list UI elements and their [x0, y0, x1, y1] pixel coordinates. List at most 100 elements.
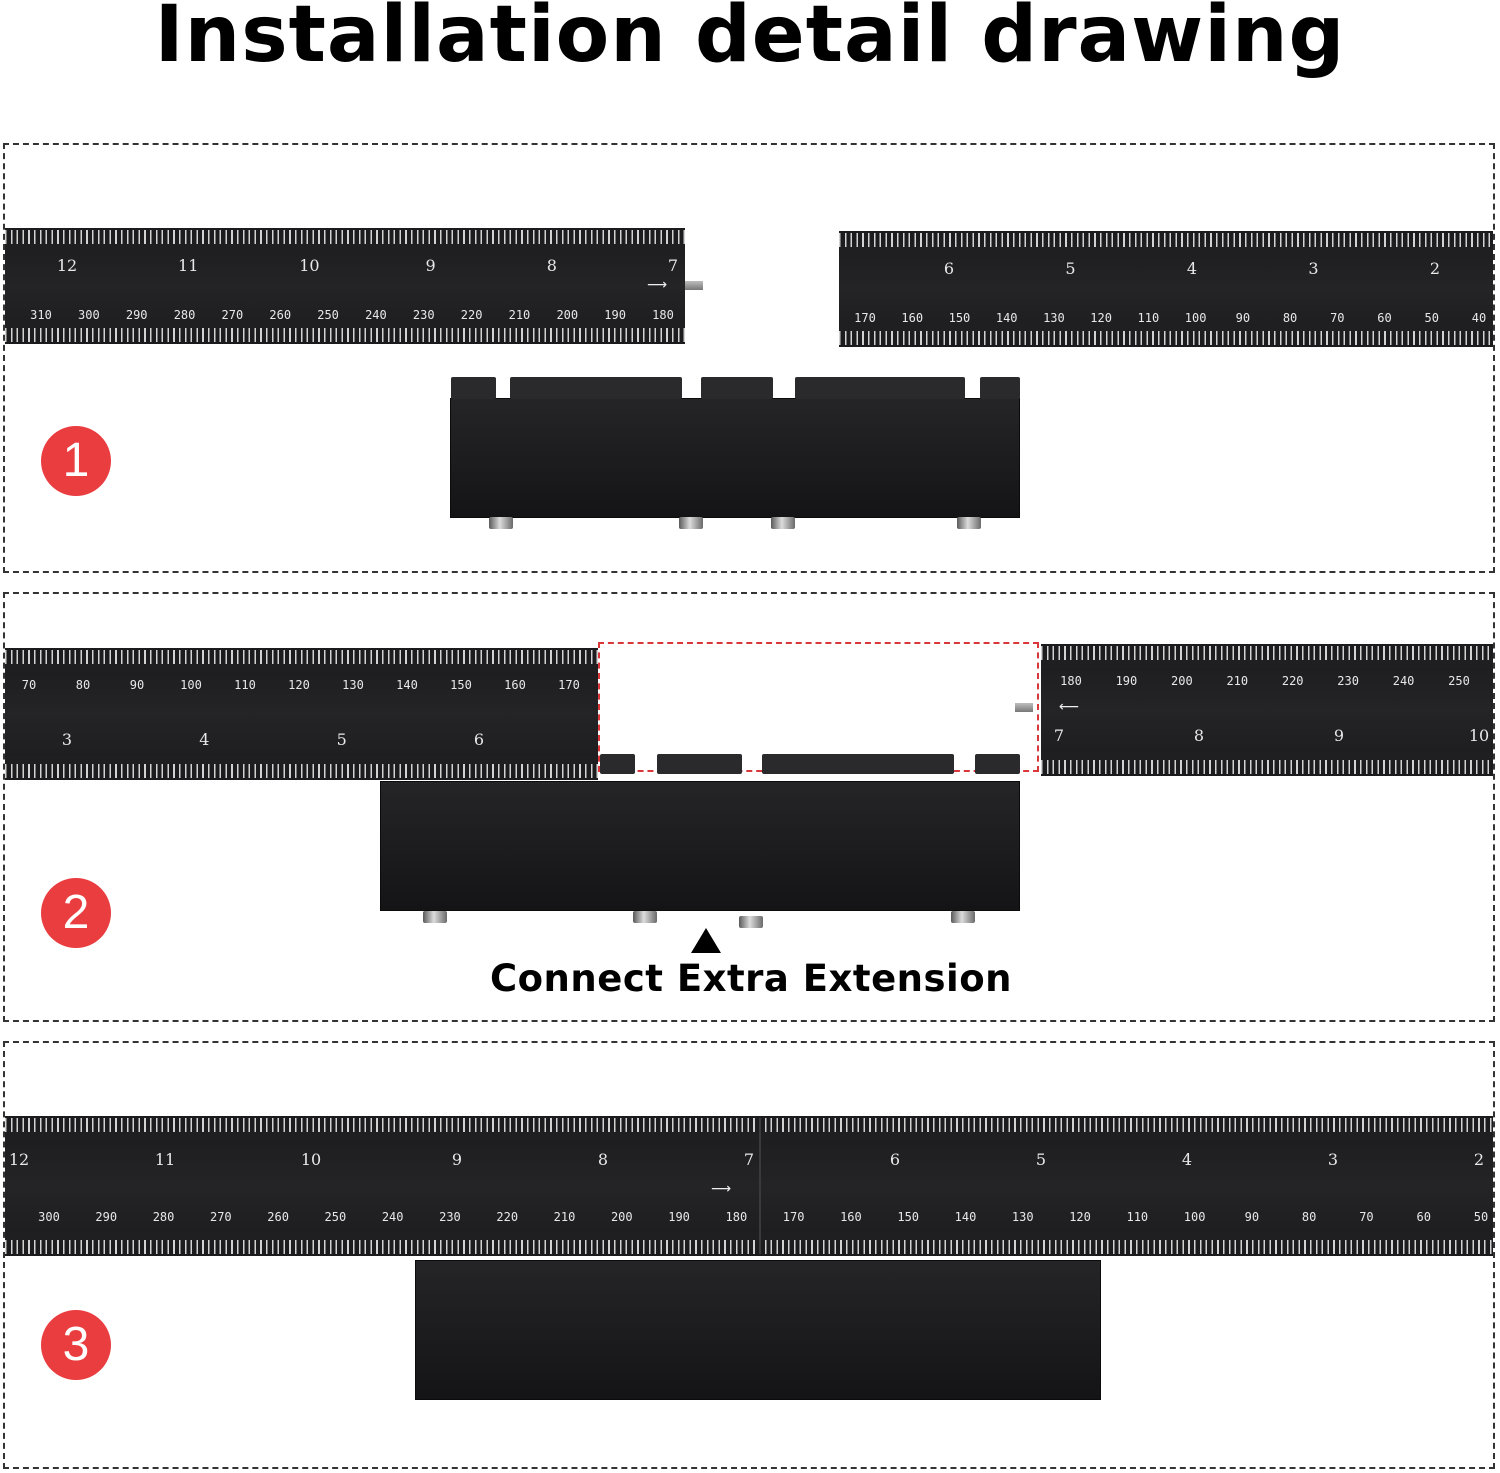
ruler-mm-label: 270: [209, 1210, 232, 1224]
connector-block: [380, 781, 1020, 911]
ruler-mm-label: 40: [1471, 311, 1487, 325]
ruler-ticks-bottom: [5, 320, 685, 342]
ruler-mm-label: 150: [450, 678, 472, 692]
ruler-mm-label: 190: [1115, 674, 1138, 688]
ruler-inch-label: 7: [1053, 726, 1065, 745]
ruler-mm-label: 150: [897, 1210, 920, 1224]
ruler-mm-label: 90: [129, 678, 145, 692]
connector-pin: [1015, 703, 1033, 712]
ruler-inch-label: 3: [61, 730, 73, 749]
ruler-inch-label: 6: [473, 730, 485, 749]
left-arrow-icon: ⟵: [1059, 699, 1080, 715]
ruler-inch-label: 5: [336, 730, 347, 749]
ruler-inch-label: 7: [743, 1150, 755, 1169]
ruler-mm-label: 240: [365, 308, 387, 322]
ruler-inch-label: 5: [1065, 259, 1076, 278]
ruler-inch-label: 2: [1429, 259, 1441, 278]
block-foot-screw: [951, 911, 975, 923]
ruler-mm-label: 50: [1424, 311, 1439, 325]
ruler-mm-label: 90: [1235, 311, 1251, 325]
ruler-mm-label: 100: [1183, 1210, 1206, 1224]
ruler-inch-label: 8: [597, 1150, 609, 1169]
ruler-mm-label: 80: [1301, 1210, 1317, 1224]
block-top-tab: [980, 377, 1020, 399]
ruler-mm-label: 130: [1011, 1210, 1034, 1224]
ruler-mm-label: 230: [412, 308, 435, 322]
ruler-mm-label: 120: [288, 678, 310, 692]
ruler-mm-label: 200: [1171, 674, 1193, 688]
ruler-mm-label: 190: [668, 1210, 690, 1224]
ruler-ticks-bottom: [5, 756, 598, 778]
ruler-mm-label: 220: [460, 308, 483, 322]
ruler-inch-label: 2: [1473, 1150, 1485, 1169]
ruler-mm-label: 240: [381, 1210, 404, 1224]
block-foot-screw: [771, 517, 795, 529]
ruler-ticks-top: [5, 230, 685, 252]
ruler-ticks-top: [839, 233, 1493, 255]
ruler-inch-label: 11: [178, 256, 199, 275]
ruler-inch-label: 5: [1035, 1150, 1047, 1169]
triangle-up-icon: [691, 928, 721, 953]
ruler-inch-label: 3: [1308, 259, 1319, 278]
ruler-mm-label: 100: [180, 678, 202, 692]
ruler-mm-label: 130: [1043, 311, 1065, 325]
ruler-mm-label: 170: [782, 1210, 805, 1224]
step-caption: Connect Extra Extension: [489, 957, 1012, 1000]
ruler-mm-label: 140: [995, 311, 1018, 325]
step-number-badge: 2: [41, 878, 111, 948]
ruler-inch-label: 11: [154, 1150, 176, 1169]
ruler-mm-label: 250: [324, 1210, 347, 1224]
ruler-mm-label: 170: [558, 678, 580, 692]
block-top-tab: [657, 754, 742, 774]
block-foot-screw: [489, 517, 513, 529]
ruler-mm-label: 110: [1126, 1210, 1149, 1224]
ruler-inch-label: 8: [546, 256, 557, 275]
ruler-ticks-bottom: [839, 323, 1493, 345]
ruler-mm-label: 70: [1330, 311, 1345, 325]
ruler-inch-label: 3: [1327, 1150, 1339, 1169]
ruler-mm-label: 210: [508, 308, 531, 322]
block-foot-screw: [423, 911, 447, 923]
ruler-mm-label: 250: [317, 308, 339, 322]
ruler-mm-label: 70: [1359, 1210, 1374, 1224]
ruler-mm-label: 190: [604, 308, 626, 322]
ruler-mm-label: 300: [38, 1210, 60, 1224]
block-top-tab: [975, 754, 1020, 774]
connector-block: [415, 1260, 1101, 1400]
ruler-inch-label: 6: [889, 1150, 901, 1169]
ruler-mm-label: 250: [1448, 674, 1470, 688]
ruler-mm-label: 80: [75, 678, 91, 692]
ruler-inch-label: 9: [425, 256, 436, 275]
block-top-tab: [795, 377, 965, 399]
ruler-mm-label: 120: [1090, 311, 1112, 325]
ruler-inch-label: 12: [56, 256, 78, 275]
block-foot-screw: [957, 517, 981, 529]
ruler-mm-label: 90: [1244, 1210, 1260, 1224]
ruler-mm-label: 100: [1184, 311, 1207, 325]
ruler-mm-label: 270: [221, 308, 244, 322]
ruler-mm-label: 290: [125, 308, 148, 322]
ruler-mm-label: 310: [30, 308, 52, 322]
ruler-inch-label: 9: [1333, 726, 1345, 745]
ruler-ticks-top: [5, 1118, 1493, 1140]
step-number-badge: 1: [41, 426, 111, 496]
ruler-mm-label: 180: [725, 1210, 748, 1224]
block-foot-screw: [739, 916, 763, 928]
ruler-inch-label: 10: [300, 1150, 322, 1169]
ruler-mm-label: 160: [840, 1210, 862, 1224]
ruler-mm-label: 170: [854, 311, 876, 325]
ruler-mm-label: 230: [439, 1210, 461, 1224]
ruler-mm-label: 50: [1473, 1210, 1489, 1224]
ruler-inch-label: 4: [199, 730, 210, 749]
block-foot-screw: [679, 517, 703, 529]
ruler-mm-label: 200: [610, 1210, 633, 1224]
ruler-inch-label: 10: [299, 256, 320, 275]
ruler-seam: [759, 1118, 761, 1254]
block-top-tab: [600, 754, 635, 774]
ruler-mm-label: 80: [1282, 311, 1298, 325]
